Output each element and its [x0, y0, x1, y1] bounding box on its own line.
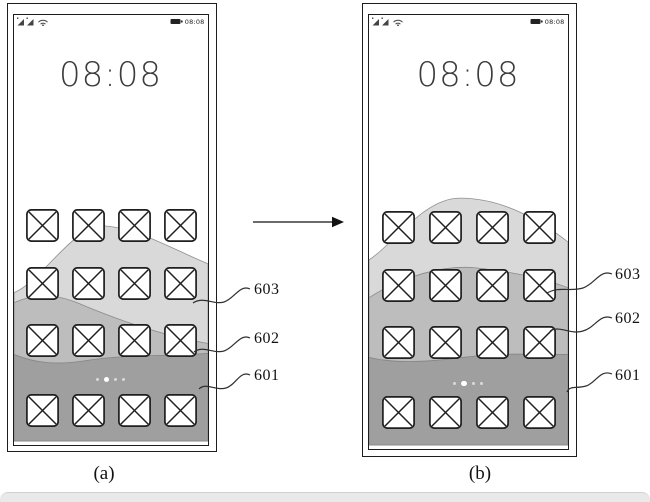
callout-label-601: 601 — [615, 367, 641, 385]
caption-b: (b) — [450, 463, 510, 485]
app-icon — [118, 209, 151, 242]
callout-label-601: 601 — [254, 367, 280, 385]
app-icon — [72, 209, 105, 242]
app-icon — [523, 269, 556, 302]
phone-a-clock: 08:08 — [14, 55, 208, 95]
page-bottom-bar — [0, 492, 650, 502]
phone-b-page-dots — [369, 381, 568, 387]
app-icon — [26, 267, 59, 300]
page-dot — [453, 382, 456, 385]
status-time: 08:08 — [545, 18, 565, 26]
app-icon — [164, 267, 197, 300]
app-icon — [429, 396, 462, 429]
phone-b-signal-icons — [372, 17, 406, 26]
caption-a: (a) — [74, 463, 134, 485]
callout-label-602: 602 — [615, 310, 641, 328]
app-icon — [26, 209, 59, 242]
app-icon — [382, 211, 415, 244]
page-dot-active — [461, 381, 467, 387]
app-icon — [382, 396, 415, 429]
transition-arrow-icon — [253, 217, 344, 227]
app-icon — [118, 324, 151, 357]
app-icon — [429, 326, 462, 359]
app-icon — [164, 394, 197, 427]
app-icon — [382, 326, 415, 359]
page-dot — [480, 382, 483, 385]
phone-a-status-bar: 08:08 — [17, 16, 205, 28]
phone-a-frame: 08:08 08:08 — [7, 3, 217, 452]
app-icon — [476, 269, 509, 302]
signal-wifi-icon — [372, 17, 406, 26]
app-icon — [429, 269, 462, 302]
app-icon — [118, 267, 151, 300]
phone-b-frame: 08:08 08:08 — [362, 3, 577, 457]
app-icon — [164, 324, 197, 357]
app-icon — [523, 396, 556, 429]
app-icon — [26, 394, 59, 427]
phone-a-screen: 08:08 08:08 — [13, 14, 209, 446]
app-icon — [523, 326, 556, 359]
app-icon — [382, 269, 415, 302]
app-icon — [523, 211, 556, 244]
page-dot — [96, 378, 99, 381]
page-dot — [114, 378, 117, 381]
app-icon — [476, 326, 509, 359]
app-icon — [476, 211, 509, 244]
signal-wifi-icon — [17, 17, 51, 26]
callout-label-603: 603 — [615, 266, 641, 284]
app-icon — [118, 394, 151, 427]
app-icon — [476, 396, 509, 429]
app-icon — [429, 211, 462, 244]
app-icon — [72, 324, 105, 357]
app-icon — [72, 267, 105, 300]
battery-icon — [530, 18, 543, 25]
phone-a-signal-icons — [17, 17, 51, 26]
app-icon — [26, 324, 59, 357]
phone-b-status-bar: 08:08 — [372, 16, 565, 28]
app-icon — [72, 394, 105, 427]
phone-b-screen: 08:08 08:08 — [368, 14, 569, 450]
phone-b-clock: 08:08 — [369, 55, 568, 95]
callout-label-602: 602 — [254, 330, 280, 348]
app-icon — [164, 209, 197, 242]
callout-label-603: 603 — [254, 281, 280, 299]
status-time: 08:08 — [185, 18, 205, 26]
page-dot — [472, 382, 475, 385]
page-dot — [122, 378, 125, 381]
phone-a-page-dots — [14, 377, 208, 383]
battery-icon — [170, 18, 183, 25]
page-dot-active — [104, 377, 110, 383]
